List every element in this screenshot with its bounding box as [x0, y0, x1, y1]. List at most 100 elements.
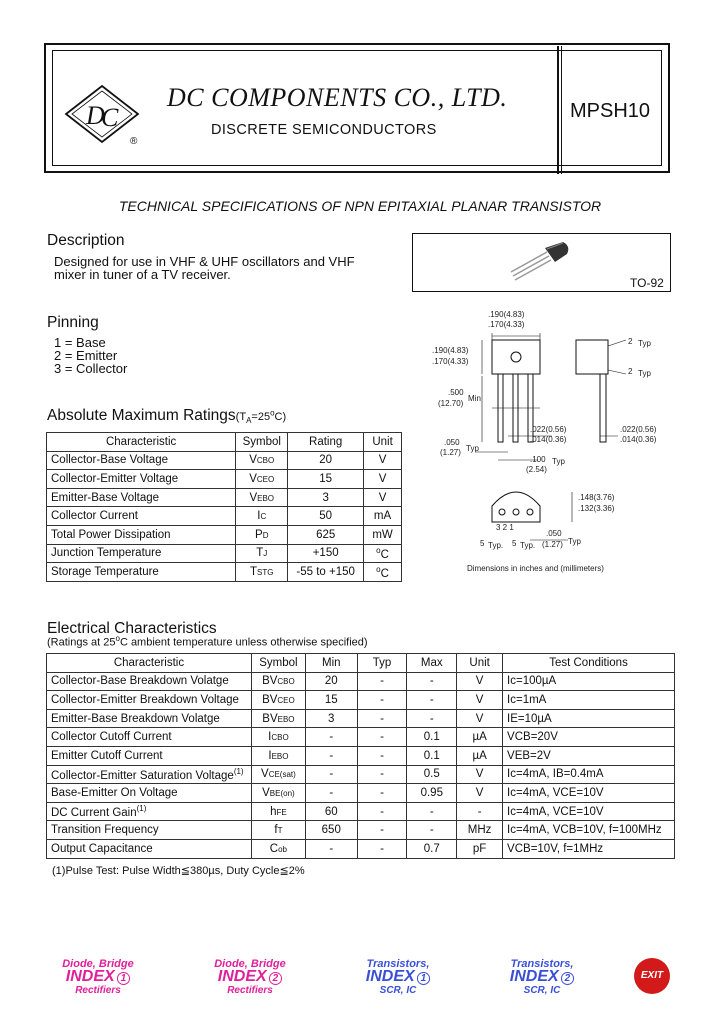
cell-symbol: VEBO [235, 487, 289, 508]
dimensions-note: Dimensions in inches and (millimeters) [467, 564, 604, 573]
cell-characteristic: Output Capacitance [46, 838, 252, 859]
cell-symbol: TJ [235, 543, 289, 564]
package-box [412, 233, 671, 292]
svg-text:.022(0.56): .022(0.56) [530, 425, 567, 434]
footnote: (1)Pulse Test: Pulse Width≦380µs, Duty C… [52, 865, 305, 877]
svg-text:Typ.: Typ. [488, 541, 503, 550]
cell-unit: V [456, 764, 504, 785]
package-dimension-drawing: .190(4.83) .170(4.33) .190(4.83) .170(4.… [432, 310, 657, 573]
cell-max: 0.5 [406, 764, 458, 785]
cell-unit: V [363, 450, 402, 471]
cell-test-conditions: VCB=10V, f=1MHz [502, 838, 675, 859]
cell-unit: oC [363, 562, 402, 582]
header-divider-thin [561, 46, 562, 174]
cell-min: 15 [304, 690, 358, 710]
svg-text:.148(3.76): .148(3.76) [578, 493, 615, 502]
cell-test-conditions: VEB=2V [502, 745, 675, 766]
svg-text:Typ: Typ [568, 537, 581, 546]
exit-button[interactable]: EXIT [634, 958, 670, 994]
description-heading: Description [47, 232, 125, 249]
cell-unit: µA [456, 727, 504, 747]
svg-text:.050: .050 [546, 529, 562, 538]
elec-row: Collector-Emitter Saturation Voltage(1)V… [46, 764, 675, 785]
cell-max: 0.1 [406, 745, 458, 766]
company-name: DC COMPONENTS CO., LTD. [167, 83, 508, 112]
cell-characteristic: Junction Temperature [45, 543, 237, 564]
document-title: TECHNICAL SPECIFICATIONS OF NPN EPITAXIA… [118, 198, 602, 214]
cell-unit: V [456, 708, 504, 729]
abs-max-table: Characteristic Symbol Rating Unit Collec… [45, 432, 402, 582]
col-symbol: Symbol [250, 653, 306, 673]
cell-min: 650 [304, 820, 358, 840]
cell-characteristic: Collector-Base Voltage [45, 450, 237, 471]
cell-unit: oC [363, 543, 402, 564]
cell-max: - [406, 690, 458, 710]
svg-text:.170(4.33): .170(4.33) [432, 357, 469, 366]
header-divider [557, 46, 559, 174]
cell-unit: V [363, 487, 402, 508]
col-min: Min [304, 653, 358, 673]
cell-unit: V [456, 671, 504, 692]
cell-symbol: BVEBO [250, 708, 306, 729]
col-rating: Rating [287, 432, 365, 452]
cell-symbol: Cob [250, 838, 306, 859]
cell-symbol: IC [235, 506, 289, 526]
svg-text:5: 5 [512, 539, 517, 548]
header-inner-frame [52, 46, 662, 174]
cell-characteristic: Emitter-Base Breakdown Volatge [46, 708, 252, 729]
cell-typ: - [356, 671, 408, 692]
cell-symbol: PD [235, 524, 289, 545]
cell-symbol: BVCEO [250, 690, 306, 710]
cell-rating: +150 [287, 543, 365, 564]
cell-rating: 50 [287, 506, 365, 526]
cell-characteristic: Collector Cutoff Current [46, 727, 252, 747]
cell-min: 60 [304, 801, 358, 822]
svg-text:Typ: Typ [466, 444, 479, 453]
cell-symbol: VCBO [235, 450, 289, 471]
cell-max: 0.7 [406, 838, 458, 859]
svg-text:D: D [85, 101, 105, 130]
cell-unit: - [456, 801, 504, 822]
cell-characteristic: Emitter Cutoff Current [46, 745, 252, 766]
svg-text:.190(4.83): .190(4.83) [432, 346, 469, 355]
svg-text:.100: .100 [530, 455, 546, 464]
cell-max: - [406, 801, 458, 822]
cell-characteristic: Storage Temperature [45, 562, 237, 582]
cell-typ: - [356, 690, 408, 710]
svg-text:(2.54): (2.54) [526, 465, 547, 474]
cell-max: - [406, 671, 458, 692]
svg-text:(12.70): (12.70) [438, 399, 464, 408]
cell-test-conditions: Ic=100µA [502, 671, 675, 692]
col-symbol: Symbol [235, 432, 289, 452]
cell-rating: 625 [287, 524, 365, 545]
cell-min: - [304, 745, 358, 766]
svg-text:2: 2 [628, 367, 633, 376]
header-frame [44, 43, 670, 174]
transistor-package-icon [510, 242, 569, 281]
cell-symbol: VCEO [235, 469, 289, 489]
svg-text:.014(0.36): .014(0.36) [530, 435, 567, 444]
cell-typ: - [356, 708, 408, 729]
svg-text:(1.27): (1.27) [440, 448, 461, 457]
cell-unit: V [456, 783, 504, 803]
cell-max: 0.95 [406, 783, 458, 803]
svg-text:Typ.: Typ. [520, 541, 535, 550]
cell-characteristic: Collector-Base Breakdown Volatge [46, 671, 252, 692]
svg-text:.132(3.36): .132(3.36) [578, 504, 615, 513]
cell-min: - [304, 838, 358, 859]
abs-max-header-row: Characteristic Symbol Rating Unit [45, 432, 402, 452]
description-line-2: mixer in tuner of a TV receiver. [54, 267, 231, 282]
cell-max: 0.1 [406, 727, 458, 747]
cell-symbol: VCE(sat) [250, 764, 306, 785]
svg-text:(1.27): (1.27) [542, 540, 563, 549]
cell-typ: - [356, 764, 408, 785]
